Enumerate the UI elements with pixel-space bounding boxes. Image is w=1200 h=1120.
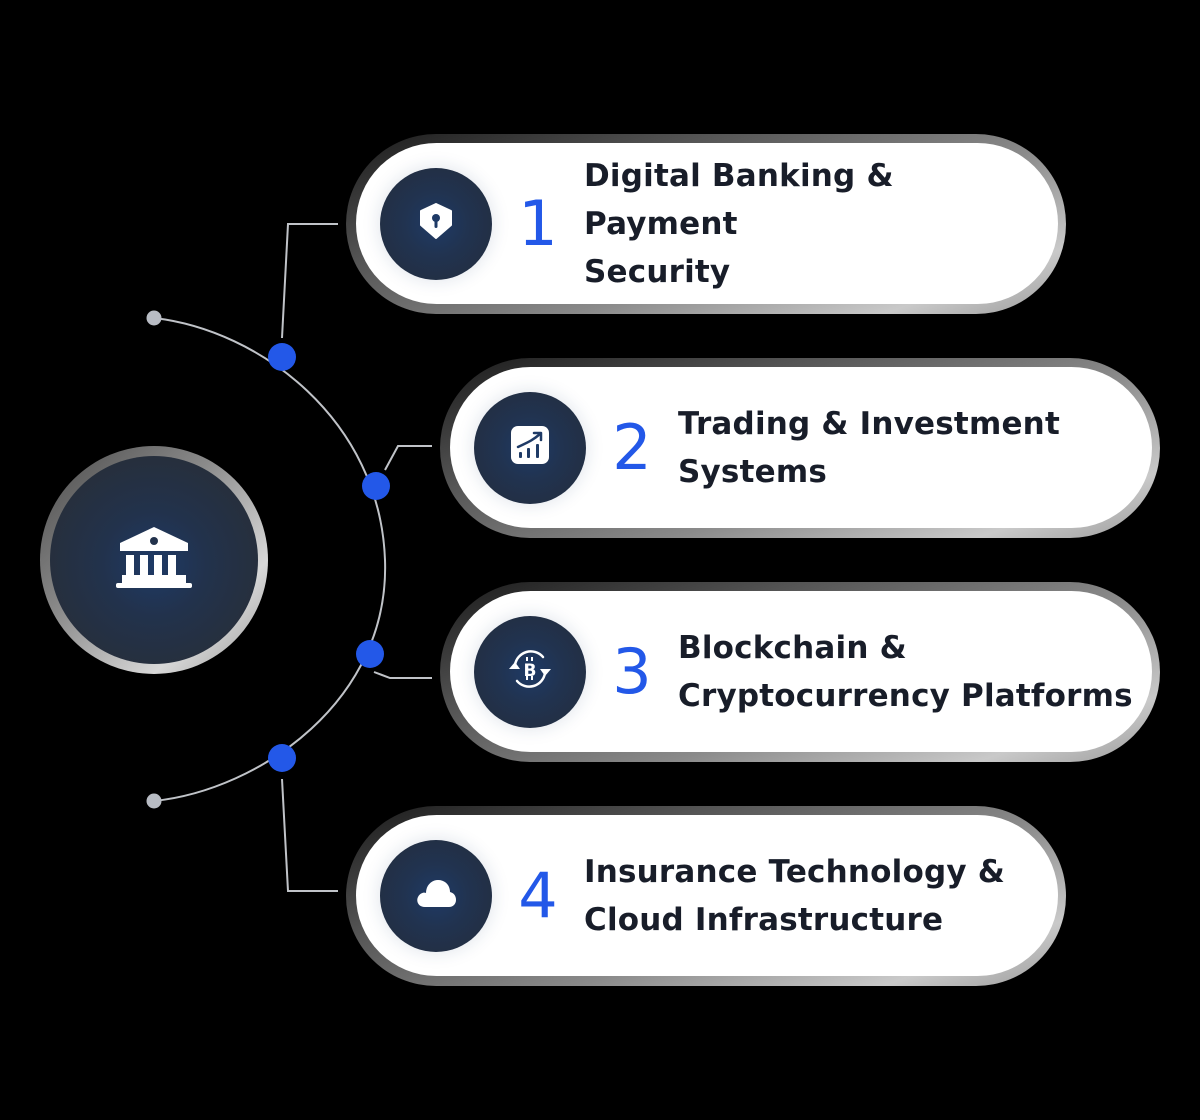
arc-endpoint-bottom [146,793,162,809]
bitcoin-exchange-icon: B [505,647,555,696]
card-4-number: 4 [518,858,558,932]
card-1-number: 1 [518,186,558,260]
shield-lock-icon [419,203,453,244]
card-1-label: Digital Banking & Payment Security [584,157,894,290]
hub-circle [40,446,268,674]
card-4: 4 Insurance Technology & Cloud Infrastru… [346,806,1066,986]
chart-growth-icon [510,425,550,470]
node-2 [362,472,390,500]
node-1 [268,343,296,371]
card-3: B 3 Blockchain & Cryptocurrency Platform… [440,582,1160,762]
card-2-number: 2 [612,410,652,484]
card-2-label: Trading & Investment Systems [678,405,1060,490]
node-4 [268,744,296,772]
card-4-label: Insurance Technology & Cloud Infrastruct… [584,853,1006,938]
card-2: 2 Trading & Investment Systems [440,358,1160,538]
cloud-icon [415,877,457,914]
card-4-icon-circle [380,839,492,952]
card-3-number: 3 [612,634,652,708]
bank-icon [114,523,194,598]
node-3 [356,640,384,668]
card-1: 1 Digital Banking & Payment Security [346,134,1066,314]
svg-text:B: B [524,661,537,681]
card-3-label: Blockchain & Cryptocurrency Platforms [678,629,1133,714]
card-3-icon-circle: B [474,615,586,728]
arc-endpoint-top [146,310,162,326]
card-2-icon-circle [474,391,586,504]
card-1-icon-circle [380,167,492,280]
